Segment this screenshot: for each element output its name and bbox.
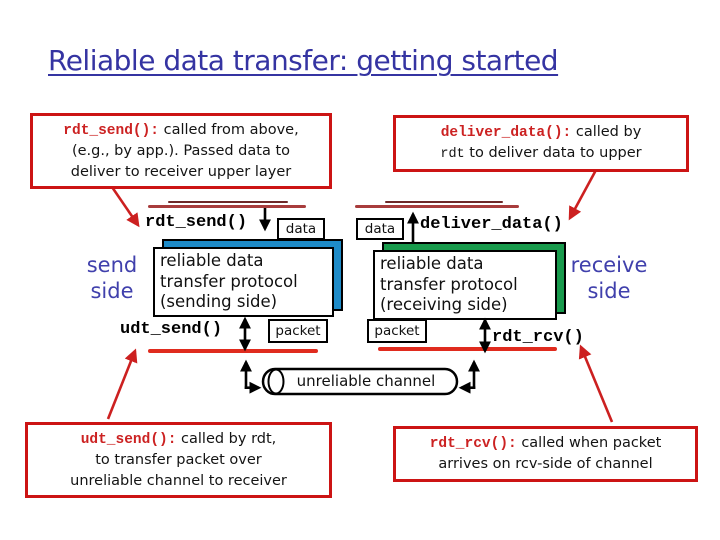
connector-arrow-deliver-data bbox=[568, 169, 598, 221]
rdt-rcv-label: rdt_rcv() bbox=[492, 328, 584, 347]
send-side-line: side bbox=[90, 279, 134, 304]
send-side-label: send side bbox=[76, 252, 148, 305]
packet-box-right: packet bbox=[367, 319, 427, 343]
receive-side-line: side bbox=[587, 279, 631, 304]
callout-text: called by bbox=[571, 124, 642, 140]
rdt-rcv-code: rdt_rcv(): bbox=[429, 436, 517, 452]
receive-side-line: receive bbox=[570, 253, 648, 277]
callout-text: (e.g., by app.). Passed data to bbox=[71, 143, 291, 160]
receiver-box-line: transfer protocol bbox=[380, 274, 518, 294]
callout-text: called by rdt, bbox=[176, 431, 277, 447]
sender-protocol-box: reliable data transfer protocol (sending… bbox=[153, 247, 334, 317]
udt-send-label: udt_send() bbox=[120, 320, 223, 339]
send-side-line: send bbox=[86, 253, 138, 277]
rdt-send-code: rdt_send(): bbox=[63, 123, 160, 139]
lower-interface-line-right bbox=[378, 347, 557, 351]
data-box-left: data bbox=[277, 218, 325, 240]
slide-title: Reliable data transfer: getting started bbox=[48, 44, 559, 77]
packet-box-left: packet bbox=[268, 319, 328, 343]
upper-interface-line-left-stroke bbox=[168, 201, 288, 203]
deliver-data-label: deliver_data() bbox=[420, 215, 563, 234]
upper-interface-line-right bbox=[355, 205, 519, 208]
callout-udt-send: udt_send(): called by rdt, to transfer p… bbox=[25, 422, 332, 498]
callout-text: called from above, bbox=[159, 122, 299, 138]
upper-interface-line-right-stroke bbox=[385, 201, 503, 203]
callout-rdt-send: rdt_send(): called from above, (e.g., by… bbox=[30, 113, 332, 189]
rdt-send-label: rdt_send() bbox=[145, 213, 248, 232]
receiver-protocol-box: reliable data transfer protocol (receivi… bbox=[373, 250, 557, 320]
unreliable-channel-label: unreliable channel bbox=[296, 372, 436, 390]
deliver-data-code: deliver_data(): bbox=[440, 125, 572, 141]
unreliable-channel-pipe-cap bbox=[267, 368, 285, 395]
callout-rdt-rcv: rdt_rcv(): called when packet arrives on… bbox=[393, 426, 698, 482]
receiver-box-line: (receiving side) bbox=[380, 295, 508, 315]
connector-arrow-rdt-send bbox=[110, 186, 140, 228]
callout-text: to transfer packet over bbox=[95, 452, 262, 469]
sender-box-line: (sending side) bbox=[160, 292, 278, 312]
callout-text: arrives on rcv-side of channel bbox=[438, 456, 653, 473]
callout-text: deliver to receiver upper layer bbox=[70, 163, 292, 180]
callout-text: unreliable channel to receiver bbox=[70, 472, 287, 489]
sender-box-line: reliable data bbox=[160, 251, 264, 270]
udt-send-code: udt_send(): bbox=[80, 432, 177, 448]
callout-text: to deliver data to upper bbox=[464, 145, 642, 162]
rdt-inline-code: rdt bbox=[440, 147, 465, 163]
callout-deliver-data: deliver_data(): called by rdt to deliver… bbox=[393, 115, 689, 173]
upper-interface-line-left bbox=[148, 205, 306, 208]
data-box-right: data bbox=[356, 218, 404, 240]
receive-side-label: receive side bbox=[558, 252, 660, 305]
lower-interface-line-left bbox=[148, 349, 318, 353]
callout-text: called when packet bbox=[516, 435, 662, 451]
receiver-box-line: reliable data bbox=[380, 254, 484, 273]
connector-arrow-udt-send bbox=[106, 348, 138, 420]
connector-arrow-rdt-rcv bbox=[578, 344, 614, 423]
sender-box-line: transfer protocol bbox=[160, 271, 298, 291]
